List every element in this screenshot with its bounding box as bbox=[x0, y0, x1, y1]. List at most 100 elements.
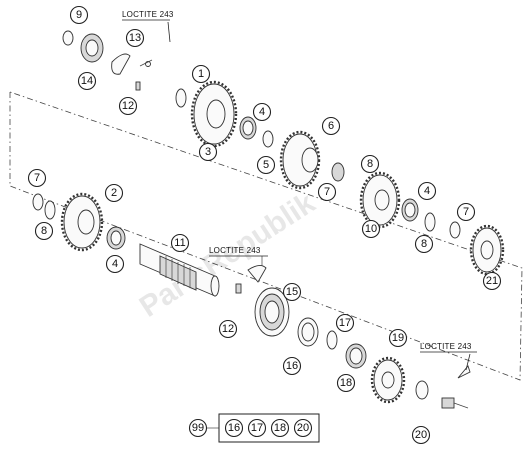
callout-12a: 12 bbox=[118, 96, 138, 116]
svg-text:3: 3 bbox=[205, 146, 211, 158]
part-bearing-14 bbox=[80, 33, 104, 63]
part-screw-12a bbox=[135, 81, 141, 91]
svg-text:16: 16 bbox=[286, 360, 298, 372]
callout-8a: 8 bbox=[360, 154, 380, 174]
part-gear-21 bbox=[469, 224, 505, 276]
callout-7c: 7 bbox=[456, 202, 476, 222]
part-bolt-20 bbox=[441, 397, 469, 409]
part-sprocket-19 bbox=[370, 356, 406, 404]
svg-text:18: 18 bbox=[274, 422, 286, 434]
callout-18: 18 bbox=[336, 373, 356, 393]
part-bushing-1 bbox=[175, 88, 187, 108]
kit-99: 99 16 17 18 20 bbox=[188, 413, 320, 443]
part-oring-17 bbox=[326, 330, 338, 350]
part-gear-6 bbox=[279, 130, 321, 190]
loctite-note-top: LOCTITE 243 bbox=[122, 10, 174, 43]
svg-text:LOCTITE 243: LOCTITE 243 bbox=[122, 10, 174, 19]
callout-8c: 8 bbox=[414, 234, 434, 254]
svg-text:18: 18 bbox=[340, 377, 352, 389]
svg-text:4: 4 bbox=[112, 258, 118, 270]
part-shaft-11 bbox=[139, 243, 220, 297]
part-lockwasher-20 bbox=[415, 380, 429, 400]
part-seal-16 bbox=[297, 317, 319, 347]
part-bearing-15 bbox=[254, 287, 290, 337]
part-ring-7c bbox=[449, 221, 461, 239]
svg-text:2: 2 bbox=[111, 187, 117, 199]
kit-label: 99 bbox=[188, 418, 208, 438]
svg-text:19: 19 bbox=[392, 332, 404, 344]
svg-text:1: 1 bbox=[198, 68, 204, 80]
svg-text:4: 4 bbox=[259, 106, 265, 118]
part-bushing-4c bbox=[401, 198, 419, 222]
svg-text:4: 4 bbox=[424, 185, 430, 197]
callout-21: 21 bbox=[482, 271, 502, 291]
svg-text:12: 12 bbox=[122, 100, 134, 112]
callout-14: 14 bbox=[77, 71, 97, 91]
svg-text:17: 17 bbox=[339, 317, 351, 329]
callout-3: 3 bbox=[198, 142, 218, 162]
part-gear-10 bbox=[359, 171, 401, 229]
callout-13: 13 bbox=[125, 28, 145, 48]
svg-text:8: 8 bbox=[367, 158, 373, 170]
part-ring-7a bbox=[32, 193, 44, 211]
assembly-frame bbox=[9, 91, 523, 381]
svg-text:6: 6 bbox=[328, 120, 334, 132]
kit-item-17: 17 bbox=[247, 418, 267, 438]
callout-7a: 7 bbox=[27, 168, 47, 188]
part-screw-12b bbox=[235, 283, 242, 294]
callout-1: 1 bbox=[191, 64, 211, 84]
callout-4a: 4 bbox=[252, 102, 272, 122]
svg-text:17: 17 bbox=[251, 422, 263, 434]
part-gear-2 bbox=[60, 192, 104, 252]
svg-text:5: 5 bbox=[263, 159, 269, 171]
svg-text:20: 20 bbox=[415, 429, 427, 441]
part-circlip-9 bbox=[62, 30, 74, 46]
callout-9: 9 bbox=[69, 5, 89, 25]
svg-text:7: 7 bbox=[324, 186, 330, 198]
svg-text:15: 15 bbox=[286, 286, 298, 298]
loctite-note-mid: LOCTITE 243 bbox=[209, 246, 268, 257]
callout-19: 19 bbox=[388, 328, 408, 348]
callout-7b: 7 bbox=[317, 182, 337, 202]
kit-item-20: 20 bbox=[293, 418, 313, 438]
svg-text:20: 20 bbox=[297, 422, 309, 434]
svg-text:10: 10 bbox=[365, 223, 377, 235]
svg-text:14: 14 bbox=[81, 75, 93, 87]
callout-4c: 4 bbox=[417, 181, 437, 201]
part-washer-8a bbox=[331, 162, 345, 182]
callout-16: 16 bbox=[282, 356, 302, 376]
callout-6: 6 bbox=[321, 116, 341, 136]
callout-8b: 8 bbox=[34, 221, 54, 241]
part-spring-right bbox=[457, 365, 471, 379]
callout-5: 5 bbox=[256, 155, 276, 175]
kit-item-18: 18 bbox=[270, 418, 290, 438]
svg-text:99: 99 bbox=[192, 422, 204, 434]
callout-2: 2 bbox=[104, 183, 124, 203]
part-retainer-13 bbox=[111, 53, 153, 75]
callout-12b: 12 bbox=[218, 319, 238, 339]
part-retainer-mid bbox=[247, 256, 267, 283]
callout-15: 15 bbox=[282, 282, 302, 302]
callout-10: 10 bbox=[361, 219, 381, 239]
part-washer-4a bbox=[239, 116, 257, 140]
callout-4b: 4 bbox=[105, 254, 125, 274]
svg-text:LOCTITE 243: LOCTITE 243 bbox=[209, 246, 261, 255]
svg-text:11: 11 bbox=[174, 237, 185, 249]
part-ring-5 bbox=[262, 130, 274, 148]
part-bushing-4b bbox=[106, 226, 126, 250]
svg-text:8: 8 bbox=[41, 225, 47, 237]
svg-text:21: 21 bbox=[486, 275, 498, 287]
callout-20: 20 bbox=[411, 425, 431, 445]
kit-item-16: 16 bbox=[224, 418, 244, 438]
svg-text:7: 7 bbox=[463, 206, 469, 218]
part-gear-3 bbox=[190, 80, 238, 148]
part-bushing-18 bbox=[345, 343, 367, 369]
part-washer-8c bbox=[424, 212, 436, 232]
svg-text:8: 8 bbox=[421, 238, 427, 250]
svg-text:LOCTITE 243: LOCTITE 243 bbox=[420, 342, 472, 351]
svg-text:16: 16 bbox=[228, 422, 240, 434]
svg-text:12: 12 bbox=[222, 323, 234, 335]
callout-17: 17 bbox=[335, 313, 355, 333]
svg-text:7: 7 bbox=[34, 172, 40, 184]
